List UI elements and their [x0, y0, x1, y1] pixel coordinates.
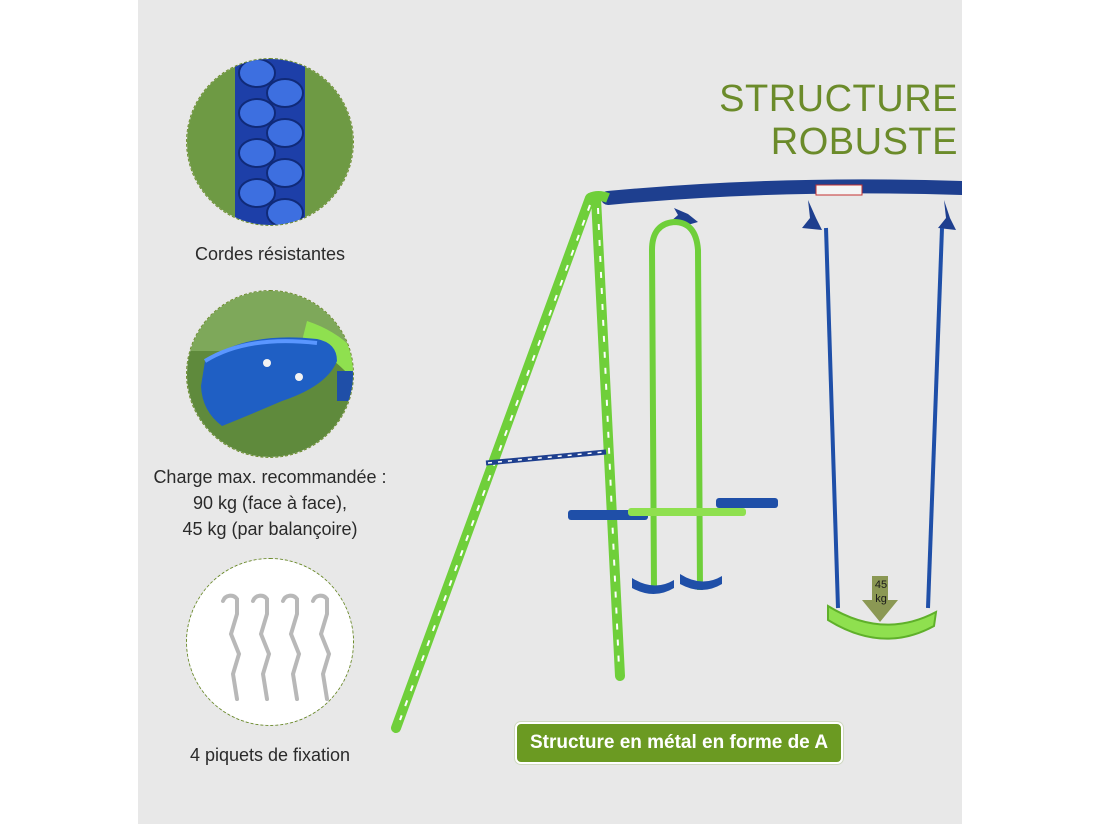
structure-caption: Structure en métal en forme de A	[515, 722, 843, 764]
seat-icon	[187, 291, 353, 457]
weight-badge-value: 45	[874, 579, 888, 591]
single-swing	[802, 200, 956, 640]
product-panel: STRUCTURE ROBUSTE Cordes résistantes	[138, 0, 962, 824]
weight-badge: 45 kg	[866, 578, 896, 606]
feature-label-load: Charge max. recommandée : 90 kg (face à …	[153, 467, 387, 539]
cross-brace	[485, 449, 607, 466]
rope-closeup-image	[186, 58, 354, 226]
ground-stake-icon	[187, 559, 353, 725]
seat-closeup-image	[186, 290, 354, 458]
feature-label-stakes: 4 piquets de fixation	[189, 745, 351, 765]
glider-swing	[568, 208, 778, 594]
top-beam	[601, 179, 962, 205]
swing-set-illustration	[391, 179, 962, 733]
feature-label-ropes: Cordes résistantes	[194, 244, 346, 264]
page-title: STRUCTURE ROBUSTE	[719, 78, 958, 163]
rope-icon	[187, 59, 353, 225]
weight-badge-unit: kg	[875, 593, 887, 605]
stakes-closeup-image	[186, 558, 354, 726]
